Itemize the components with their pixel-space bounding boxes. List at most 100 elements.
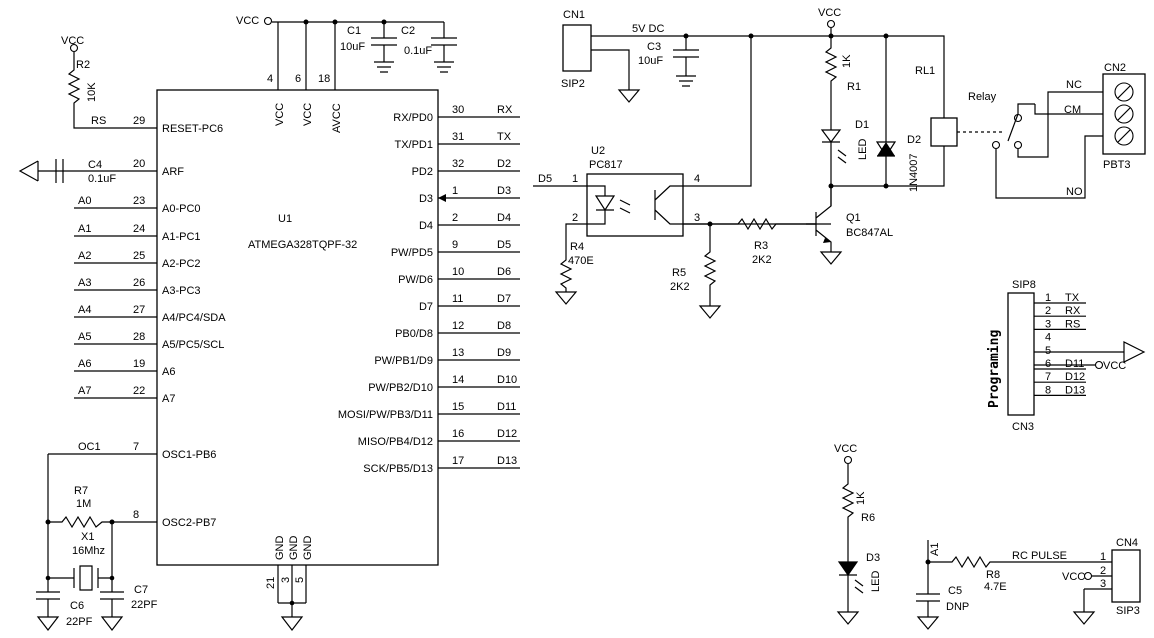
left-pin-num: 28 <box>133 331 145 343</box>
r5-ref: R5 <box>672 267 686 279</box>
cn4-vcc-label: VCC <box>1062 571 1085 583</box>
relay-contact-wires <box>995 91 1103 199</box>
u2-pin: 2 <box>572 212 578 224</box>
right-pin-net: TX <box>497 131 512 143</box>
mcu-bottom-pin-name: GND <box>302 536 314 561</box>
prog-ground <box>1034 341 1146 363</box>
right-pin-net: D4 <box>497 212 511 224</box>
r3-ref: R3 <box>754 240 768 252</box>
mcu-ground <box>277 565 307 631</box>
net-d5: D5 <box>538 173 552 185</box>
prog-pin-num: 6 <box>1045 358 1051 370</box>
d2-ref: D2 <box>907 134 921 146</box>
prog-vcc-label: VCC <box>1103 360 1126 372</box>
right-pin-net: D10 <box>497 374 517 386</box>
right-pin-net: D2 <box>497 158 511 170</box>
right-pin-num: 9 <box>452 239 458 251</box>
prog-pin-net: RS <box>1065 318 1080 330</box>
c4-ref: C4 <box>88 159 102 171</box>
r2-vcc-terminal <box>69 43 79 53</box>
left-pin-net: A2 <box>78 250 91 262</box>
prog-pin-num: 2 <box>1045 305 1051 317</box>
left-pin-net: A6 <box>78 358 91 370</box>
sip8-label: SIP8 <box>1012 279 1036 291</box>
cn2-ref: CN2 <box>1104 62 1126 74</box>
relay-contact-no <box>991 140 1001 150</box>
r6-value: 1K <box>855 491 867 505</box>
u2-led-side <box>533 185 616 292</box>
q1-emitter-arrow <box>823 238 831 243</box>
r2-vcc-label: VCC <box>61 35 84 47</box>
right-pin-name: D4 <box>419 220 433 232</box>
u2-part: PC817 <box>589 159 623 171</box>
mcu-bottom-pin-num: 21 <box>265 577 277 589</box>
cn4-wires <box>1072 561 1112 625</box>
right-pin-name: D7 <box>419 301 433 313</box>
cn1-type: SIP2 <box>561 78 585 90</box>
right-pin-name: TX/PD1 <box>394 139 433 151</box>
d3-ref: D3 <box>866 552 880 564</box>
right-pin-net: D7 <box>497 293 511 305</box>
right-pin-num: 13 <box>452 347 464 359</box>
cn4-vcc-terminal <box>1083 571 1093 581</box>
right-pin-name: PB0/D8 <box>395 328 433 340</box>
relay-coil <box>930 117 958 147</box>
right-pin-name: SCK/PB5/D13 <box>363 463 433 475</box>
vcc-top-bus <box>272 21 444 90</box>
left-pin-name: A4/PC4/SDA <box>162 312 226 324</box>
x1-crystal <box>48 565 112 591</box>
cn2-screw-slot <box>1117 129 1131 143</box>
cn2-screw-slot <box>1117 107 1131 121</box>
left-pin-net: A0 <box>78 195 91 207</box>
prog-pin-net: D11 <box>1065 358 1084 370</box>
vcc-relay-terminal <box>826 19 836 29</box>
cn1-connector <box>562 24 592 72</box>
mcu-top-pin-num: 6 <box>295 73 301 85</box>
c6-value: 22PF <box>66 616 93 628</box>
d1-ref: D1 <box>855 119 869 131</box>
x1-value: 16Mhz <box>72 545 105 557</box>
r4-value: 470E <box>568 255 594 267</box>
left-pin-name: A5/PC5/SCL <box>162 339 224 351</box>
left-pin-num: 8 <box>133 509 139 521</box>
r2-value: 10K <box>86 82 98 102</box>
r4-ground <box>554 291 578 305</box>
c6-ref: C6 <box>70 600 84 612</box>
cn2-screw-slot <box>1117 85 1131 99</box>
cn3-header <box>1007 292 1035 416</box>
left-pin-name: A2-PC2 <box>162 258 201 270</box>
prog-pin-num: 4 <box>1045 332 1051 344</box>
r3-resistor <box>683 217 816 231</box>
u2-optocoupler <box>586 173 684 237</box>
programming-title: Programing <box>987 330 1002 408</box>
prog-pin-net: D13 <box>1065 384 1085 396</box>
right-pin-net: D5 <box>497 239 511 251</box>
right-pin-num: 17 <box>452 455 464 467</box>
r2-resistor <box>67 52 157 129</box>
c3-capacitor <box>673 36 699 87</box>
c2-value: 0.1uF <box>404 45 432 57</box>
left-pin-num: 25 <box>133 250 145 262</box>
right-pin-num: 1 <box>452 185 458 197</box>
left-pin-num: 19 <box>133 358 145 370</box>
junction <box>109 575 115 581</box>
prog-pin-num: 5 <box>1045 345 1051 357</box>
right-pin-net: D13 <box>497 455 517 467</box>
junction <box>289 600 295 606</box>
mcu-bottom-pin-num: 5 <box>294 577 306 583</box>
d3-input-arrow <box>438 194 446 202</box>
junction <box>303 19 309 25</box>
mcu-bottom-pin-name: GND <box>288 536 300 561</box>
d1-value: LED <box>857 139 869 160</box>
mcu-body <box>156 89 439 566</box>
c1-value: 10uF <box>340 41 365 53</box>
right-pin-num: 2 <box>452 212 458 224</box>
r7-resistor <box>47 454 157 592</box>
d3-light-arrows <box>854 579 864 594</box>
d1-light-arrows <box>837 149 847 164</box>
supply-label: 5V DC <box>632 23 664 35</box>
junction <box>45 519 51 525</box>
right-pin-name: MISO/PB4/D12 <box>358 436 433 448</box>
c1-ref: C1 <box>347 25 361 37</box>
